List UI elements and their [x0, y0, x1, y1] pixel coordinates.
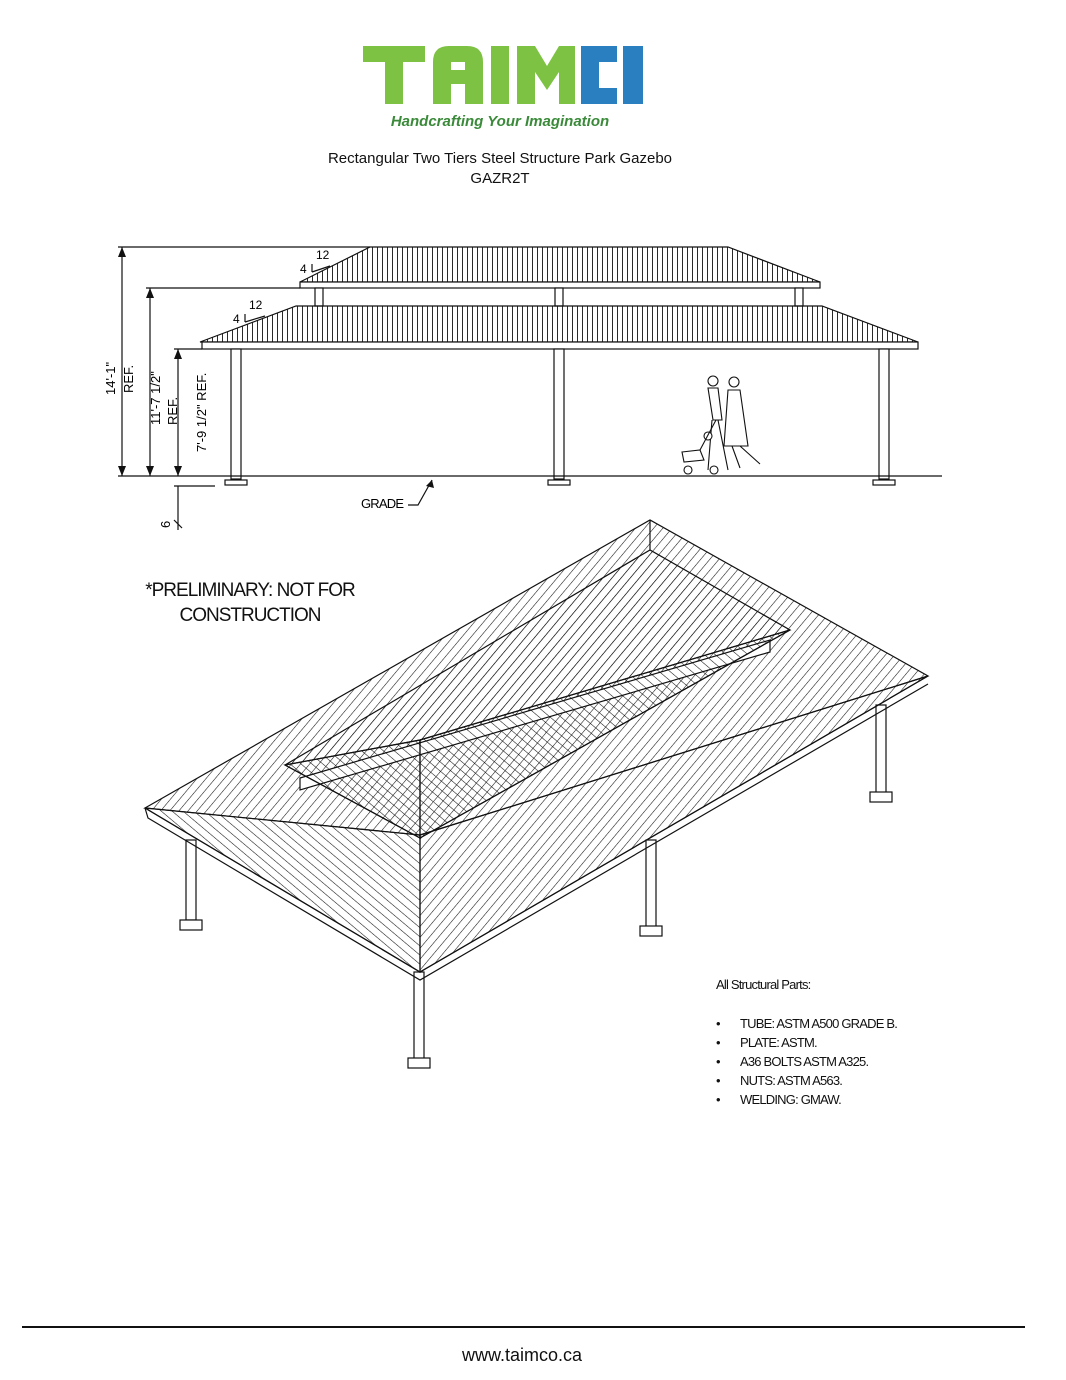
dim-total-ref: REF.	[121, 365, 136, 393]
dim-eave: 7'-9 1/2" REF.	[194, 373, 209, 452]
list-item: •PLATE: ASTM.	[716, 1035, 818, 1050]
lower-roof	[199, 305, 919, 343]
column	[413, 971, 425, 1061]
list-item: •WELDING: GMAW.	[716, 1092, 842, 1107]
bullet-icon: •	[716, 1054, 721, 1069]
grade-label: GRADE	[361, 496, 404, 511]
column	[553, 348, 565, 480]
footer-url[interactable]: www.taimco.ca	[461, 1345, 583, 1365]
preliminary-note-2: CONSTRUCTION	[179, 605, 321, 626]
upper-pitch-rise: 4	[300, 262, 307, 276]
isometric-view	[143, 519, 930, 1069]
dim-footing: 6	[158, 521, 173, 528]
list-item: •A36 BOLTS ASTM A325.	[716, 1054, 869, 1069]
footer-divider	[22, 1326, 1025, 1328]
elevation-view: 12 4 12 4 14'-1" REF. 11'-7 1/2" REF. 7'…	[103, 246, 942, 530]
taimco-logo: Handcrafting Your Imagination	[363, 46, 643, 130]
dim-mid-value: 11'-7 1/2"	[148, 371, 163, 425]
scale-figures	[681, 375, 761, 475]
bullet-icon: •	[716, 1035, 721, 1050]
model-code: GAZR2T	[470, 170, 530, 187]
column	[230, 348, 242, 480]
logo-wordmark	[363, 46, 643, 104]
upper-pitch-run: 12	[316, 248, 330, 262]
notes-list: •TUBE: ASTM A500 GRADE B. •PLATE: ASTM. …	[716, 1014, 1046, 1109]
bullet-icon: •	[716, 1073, 721, 1088]
column	[878, 348, 890, 480]
preliminary-note: *PRELIMINARY: NOT FOR	[145, 580, 356, 601]
bullet-icon: •	[716, 1016, 721, 1031]
drawing-title: Rectangular Two Tiers Steel Structure Pa…	[327, 150, 673, 167]
column	[645, 839, 657, 929]
structural-notes: All Structural Parts: •TUBE: ASTM A500 G…	[716, 977, 1046, 1109]
column	[875, 704, 887, 796]
dim-total-value: 14'-1"	[103, 361, 118, 395]
bullet-icon: •	[716, 1092, 721, 1107]
notes-heading: All Structural Parts:	[716, 977, 811, 992]
logo-tagline: Handcrafting Your Imagination	[391, 113, 609, 130]
lower-pitch-rise: 4	[233, 312, 240, 326]
list-item: •NUTS: ASTM A563.	[716, 1073, 843, 1088]
lower-pitch-run: 12	[249, 298, 263, 312]
dim-mid-ref: REF.	[165, 397, 180, 425]
list-item: •TUBE: ASTM A500 GRADE B.	[716, 1016, 898, 1031]
upper-roof	[299, 246, 821, 283]
column	[185, 839, 197, 921]
